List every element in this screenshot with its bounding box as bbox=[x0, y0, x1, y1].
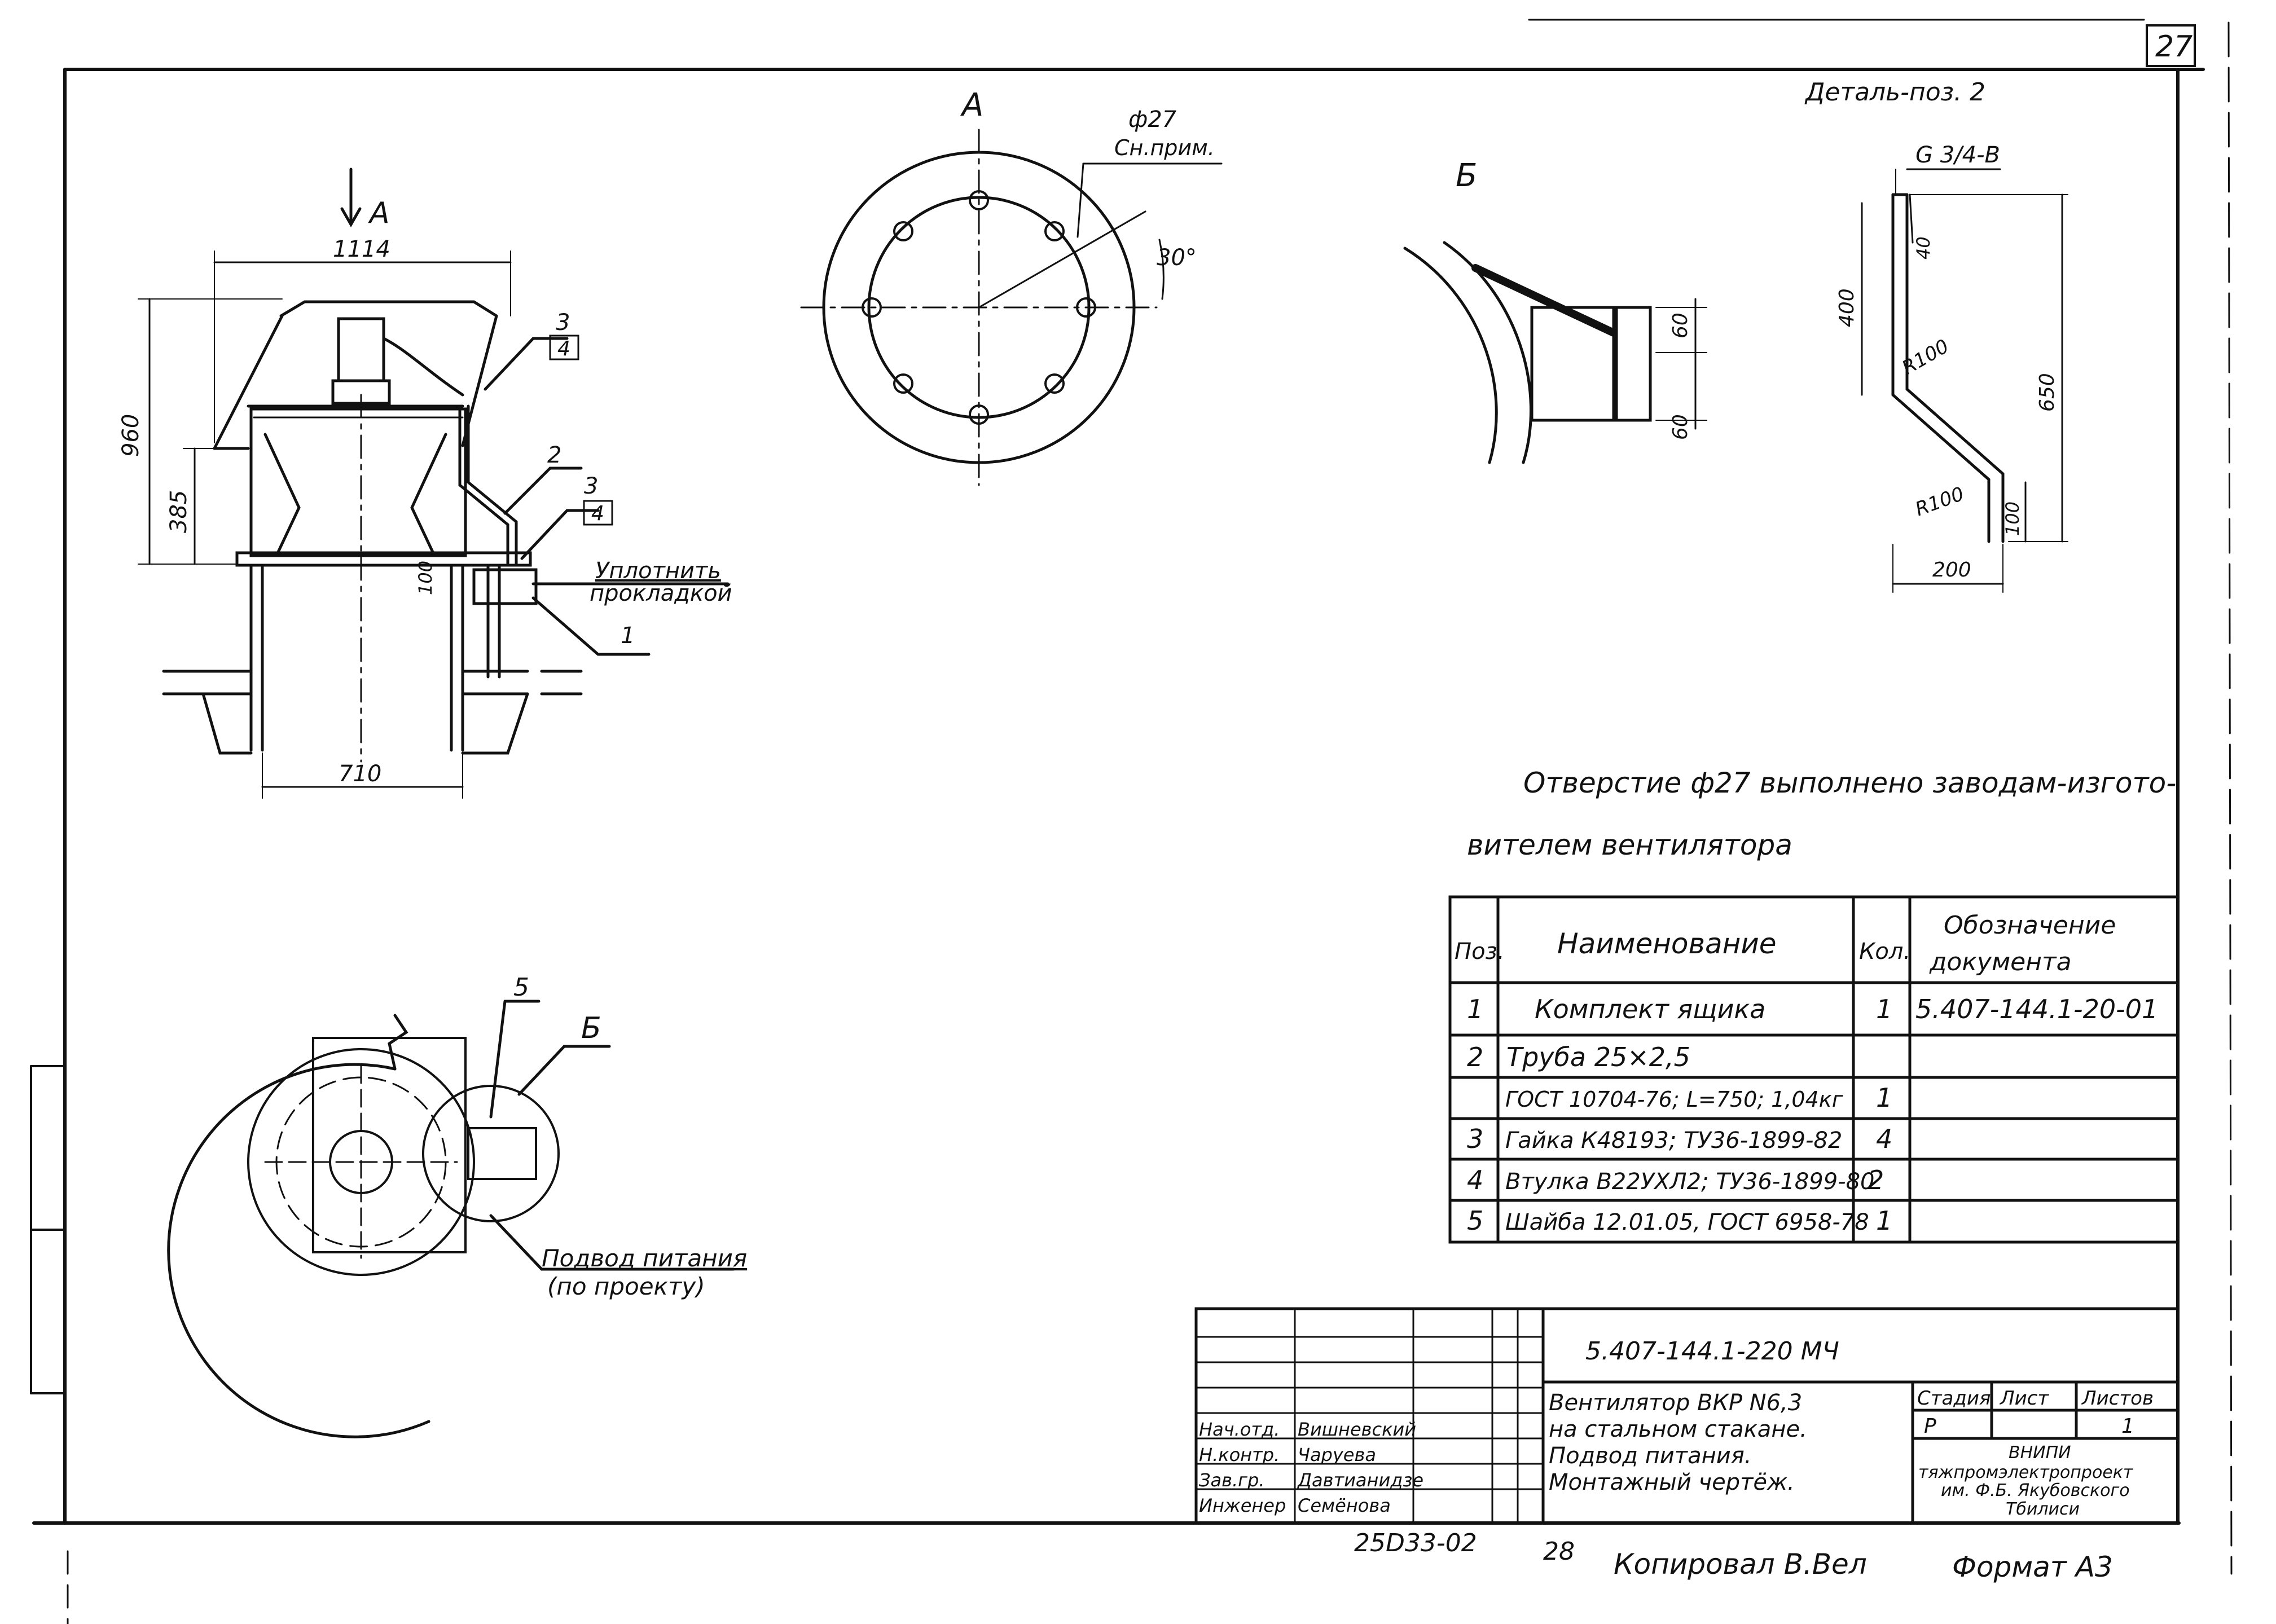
spec-row-name: Гайка К48193; ТУ36-1899-82 bbox=[1505, 1128, 1842, 1154]
callout-4a: 4 bbox=[557, 337, 570, 360]
spec-row-name: Комплект ящика bbox=[1535, 994, 1765, 1024]
detail-pipe-pos2 bbox=[1861, 168, 2068, 593]
spec-row-qty: 1 bbox=[1876, 1205, 1892, 1236]
detail-thread: G 3/4-B bbox=[1915, 142, 2000, 168]
stage-label: Стадия bbox=[1917, 1387, 1991, 1410]
copied-by: Копировал В.Вел bbox=[1614, 1548, 1867, 1581]
spec-row-name: Труба 25×2,5 bbox=[1506, 1042, 1690, 1072]
view-a-hole-note: Сн.прим. bbox=[1114, 135, 1215, 160]
view-a-flange bbox=[800, 129, 1223, 486]
spec-header-name: Наименование bbox=[1557, 927, 1777, 960]
title-roles: Нач.отд. Вишневский Н.контр. Чаруева Зав… bbox=[1199, 1419, 1423, 1516]
spec-row-pos: 5 bbox=[1467, 1205, 1483, 1236]
spec-table-rows: 1 Комплект ящика 1 5.407-144.1-20-01 2 Т… bbox=[1467, 994, 2158, 1236]
format-label: Формат А3 bbox=[1952, 1551, 2113, 1583]
view-a-angle: 30° bbox=[1157, 245, 1197, 271]
title-block-grid bbox=[1194, 1307, 2180, 1525]
spec-row-qty: 2 bbox=[1868, 1165, 1884, 1195]
spec-row-name: Втулка В22УХЛ2; ТУ36-1899-80 bbox=[1505, 1169, 1874, 1195]
spec-row-doc: 5.407-144.1-20-01 bbox=[1915, 994, 2158, 1024]
callout-1: 1 bbox=[621, 623, 635, 649]
view-a-hole-dia: ф27 bbox=[1128, 107, 1177, 133]
fan-section-view bbox=[138, 168, 730, 799]
spec-row-pos: 2 bbox=[1467, 1042, 1483, 1072]
plan-callout-b: Б bbox=[581, 1011, 601, 1045]
callout-4b: 4 bbox=[591, 502, 604, 525]
title-designation: 5.407-144.1-220 МЧ bbox=[1585, 1337, 1839, 1366]
detail-dim-400: 400 bbox=[1835, 288, 1858, 327]
sheets-value: 1 bbox=[2121, 1415, 2134, 1438]
spec-table-grid bbox=[1448, 895, 2180, 1244]
org-line2: тяжпромэлектропроект bbox=[1918, 1463, 2134, 1482]
sheet-label: Лист bbox=[1999, 1387, 2049, 1410]
role-name: Чаруева bbox=[1298, 1444, 1376, 1465]
spec-header-doc-line2: документа bbox=[1929, 948, 2072, 976]
view-b-detail bbox=[1403, 241, 1707, 464]
stage-value: Р bbox=[1924, 1415, 1936, 1438]
spec-header-doc-line1: Обозначение bbox=[1944, 911, 2116, 940]
role-label: Н.контр. bbox=[1199, 1444, 1280, 1465]
detail-dim-40: 40 bbox=[1913, 236, 1934, 259]
spec-row-pos: 4 bbox=[1467, 1165, 1483, 1195]
detail-dim-650: 650 bbox=[2036, 373, 2059, 412]
org-line3: им. Ф.Б. Якубовского bbox=[1941, 1481, 2130, 1500]
main-arrow-label: А bbox=[368, 196, 390, 230]
spec-row-qty: 4 bbox=[1876, 1124, 1892, 1154]
detail-dim-100: 100 bbox=[2002, 501, 2023, 536]
dim-height: 960 bbox=[118, 414, 144, 457]
detail-title: Деталь-поз. 2 bbox=[1804, 78, 1985, 107]
power-note-line1: Подвод питания bbox=[542, 1244, 747, 1272]
note-line1: Отверстие ф27 выполнено заводам-изгото- bbox=[1523, 767, 2176, 799]
org-line4: Тбилиси bbox=[2006, 1499, 2080, 1519]
role-name: Вишневский bbox=[1298, 1419, 1416, 1440]
view-a-bolt-holes bbox=[862, 190, 1096, 425]
callout-3a: 3 bbox=[556, 310, 570, 336]
title-line4: Монтажный чертёж. bbox=[1549, 1469, 1795, 1495]
plan-view bbox=[167, 1000, 735, 1438]
dim-base: 710 bbox=[339, 761, 381, 787]
role-name: Давтианидзе bbox=[1297, 1469, 1423, 1491]
seal-note-line2: прокладкой bbox=[590, 580, 732, 606]
title-line1: Вентилятор ВКР N6,3 bbox=[1549, 1390, 1802, 1416]
callout-3b: 3 bbox=[584, 473, 598, 499]
seal-note-line1: Уплотнить bbox=[595, 558, 721, 584]
view-b-dim-60a: 60 bbox=[1669, 313, 1692, 338]
note-line2: вителем вентилятора bbox=[1467, 829, 1792, 861]
plan-callout-5: 5 bbox=[513, 973, 529, 1002]
role-label: Зав.гр. bbox=[1199, 1469, 1264, 1491]
spec-row-name: ГОСТ 10704-76; L=750; 1,04кг bbox=[1505, 1087, 1844, 1112]
callout-2: 2 bbox=[547, 442, 561, 468]
role-name: Семёнова bbox=[1298, 1495, 1391, 1516]
title-line2: на стальном стакане. bbox=[1549, 1416, 1807, 1442]
bottom-page: 28 bbox=[1543, 1537, 1575, 1566]
spec-row-pos: 3 bbox=[1467, 1124, 1483, 1154]
bottom-code: 25D33-02 bbox=[1354, 1529, 1477, 1557]
org-line1: ВНИПИ bbox=[2009, 1443, 2071, 1463]
dim-100-main: 100 bbox=[415, 561, 436, 595]
sheets-label: Листов bbox=[2081, 1387, 2154, 1410]
spec-row-pos: 1 bbox=[1467, 994, 1483, 1024]
spec-row-qty: 1 bbox=[1876, 994, 1892, 1024]
sheet-number: 27 bbox=[2155, 30, 2192, 64]
power-note-line2: (по проекту) bbox=[547, 1273, 705, 1300]
dim-385: 385 bbox=[166, 490, 192, 533]
detail-radius-bottom: R100 bbox=[1912, 483, 1967, 521]
spec-row-qty: 1 bbox=[1876, 1082, 1892, 1113]
role-label: Нач.отд. bbox=[1199, 1419, 1280, 1440]
role-label: Инженер bbox=[1199, 1495, 1286, 1516]
spec-header-pos: Поз. bbox=[1455, 939, 1505, 965]
dim-width-top: 1114 bbox=[333, 236, 390, 262]
view-a-title: А bbox=[960, 87, 983, 124]
spec-header-qty: Кол. bbox=[1859, 939, 1910, 965]
title-line3: Подвод питания. bbox=[1549, 1443, 1752, 1469]
detail-dim-200: 200 bbox=[1932, 558, 1971, 582]
spec-row-name: Шайба 12.01.05, ГОСТ 6958-78 bbox=[1505, 1209, 1869, 1235]
view-b-title: Б bbox=[1456, 157, 1477, 194]
view-b-dim-60b: 60 bbox=[1669, 414, 1692, 440]
